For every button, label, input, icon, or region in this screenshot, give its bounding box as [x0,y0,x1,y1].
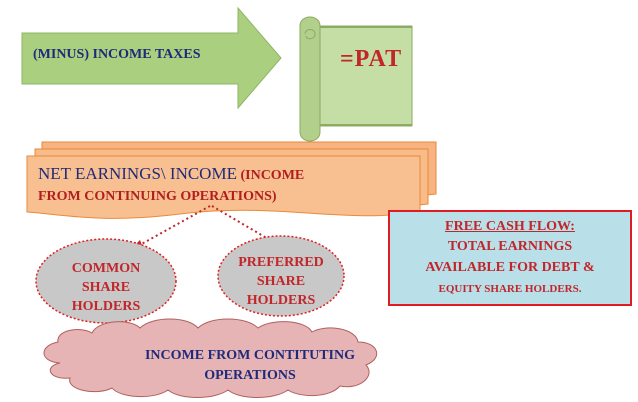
free-cash-flow-title: FREE CASH FLOW: [445,219,575,234]
net-earnings-main: NET EARNINGS\ INCOME [38,164,237,183]
common-share-holders-label: COMMON SHARE HOLDERS [46,259,166,316]
free-cash-flow-box: FREE CASH FLOW: TOTAL EARNINGS AVAILABLE… [388,210,632,306]
free-cash-flow-line-2: AVAILABLE FOR DEBT & [425,260,595,275]
cloud-line-2: OPERATIONS [204,368,296,383]
preferred-line-3: HOLDERS [246,293,316,308]
pat-label: =PAT [340,46,403,72]
cloud-label: INCOME FROM CONTITUTING OPERATIONS [110,346,390,386]
net-earnings-title: NET EARNINGS\ INCOME (INCOME [38,164,304,184]
free-cash-flow-line-1: TOTAL EARNINGS [447,239,573,254]
preferred-line-1: PREFERRED [238,255,324,270]
common-line-3: HOLDERS [71,299,141,314]
preferred-share-holders-ellipse [217,235,345,317]
net-earnings-documents [26,141,437,219]
common-line-1: COMMON [71,261,141,276]
free-cash-flow-line-3: EQUITY SHARE HOLDERS. [438,283,582,295]
net-earnings-paren: (INCOME [236,168,305,183]
preferred-share-holders-label: PREFERRED SHARE HOLDERS [222,253,340,310]
pat-scroll [299,16,413,142]
income-taxes-label: (MINUS) INCOME TAXES [33,47,201,62]
common-line-2: SHARE [81,280,131,295]
income-taxes-arrow [21,6,282,110]
cloud-line-1: INCOME FROM CONTITUTING [144,348,355,363]
income-cloud [43,318,378,398]
preferred-line-2: SHARE [256,274,306,289]
net-earnings-subtitle: FROM CONTINUING OPERATIONS) [38,189,277,204]
